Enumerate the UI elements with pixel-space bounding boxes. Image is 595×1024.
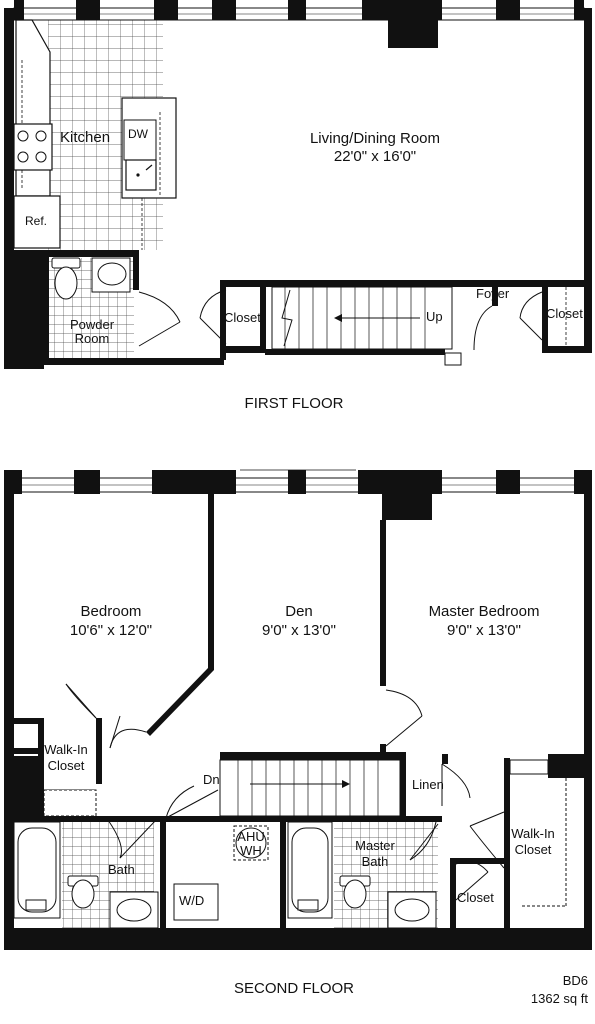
- bedroom-name: Bedroom: [80, 603, 142, 620]
- first-floor-plan: [4, 0, 592, 369]
- den-size: 9'0" x 13'0": [262, 621, 336, 639]
- linen-label: Linen: [412, 777, 444, 792]
- powder-room-line-2: Room: [74, 331, 110, 347]
- living-dining-size: 22'0" x 16'0": [333, 148, 417, 165]
- walk-in-closet-left-label: Walk-In Closet: [44, 742, 88, 773]
- walk-in-closet-right-line-1: Walk-In: [511, 826, 555, 841]
- walk-in-closet-left-line-2: Closet: [47, 757, 85, 773]
- powder-room-line-1: Powder: [69, 317, 115, 332]
- kitchen-label: Kitchen: [60, 129, 111, 146]
- second-floor-plan: [4, 469, 592, 950]
- first-floor-title: FIRST FLOOR: [244, 395, 344, 412]
- refrigerator-label: Ref.: [25, 214, 48, 228]
- unit-area: 1362 sq ft: [530, 990, 588, 1006]
- closet-label: Closet: [457, 890, 494, 905]
- closet-left-label: Closet: [224, 310, 261, 325]
- master-bedroom-label: Master Bedroom 9'0" x 13'0": [429, 603, 540, 641]
- second-floor-title: SECOND FLOOR: [233, 980, 355, 997]
- ahu-wh-label: AHU WH: [237, 829, 265, 859]
- bedroom-label: Bedroom 10'6" x 12'0": [70, 603, 152, 641]
- den-name: Den: [285, 603, 313, 620]
- first-floor-windows: [13, 0, 585, 48]
- master-bedroom-size: 9'0" x 13'0": [447, 621, 521, 639]
- powder-room-label: Powder Room: [69, 317, 115, 347]
- walk-in-closet-right-label: Walk-In Closet: [511, 826, 555, 857]
- master-bath-label: Master Bath: [355, 838, 395, 869]
- bedroom-size: 10'6" x 12'0": [69, 621, 153, 639]
- walk-in-closet-right-line-2: Closet: [514, 841, 552, 857]
- master-bedroom-name: Master Bedroom: [428, 603, 540, 620]
- washer-dryer-label: W/D: [179, 893, 205, 908]
- walk-in-closet-left-line-1: Walk-In: [44, 742, 88, 757]
- stairs-up-label: Up: [426, 309, 443, 324]
- wh-label: WH: [240, 843, 262, 859]
- bath-label: Bath: [108, 862, 135, 877]
- den-label: Den 9'0" x 13'0": [262, 603, 336, 641]
- unit-code: BD6: [562, 973, 588, 988]
- second-floor-stairs: [219, 752, 406, 817]
- living-dining-name: Living/Dining Room: [309, 130, 441, 147]
- master-bath-line-2: Bath: [361, 853, 389, 869]
- foyer-label: Foyer: [476, 286, 510, 301]
- closet-right-label: Closet: [546, 306, 583, 321]
- living-dining-label: Living/Dining Room 22'0" x 16'0": [310, 130, 440, 166]
- unit-info: BD6 1362 sq ft: [531, 972, 588, 1007]
- second-floor-windows: [4, 469, 592, 520]
- ahu-label: AHU: [237, 829, 265, 844]
- stairs-down-label: Dn: [203, 772, 220, 787]
- dishwasher-label: DW: [128, 127, 148, 141]
- master-bath-line-1: Master: [355, 838, 395, 853]
- first-floor-stairs: [271, 286, 453, 350]
